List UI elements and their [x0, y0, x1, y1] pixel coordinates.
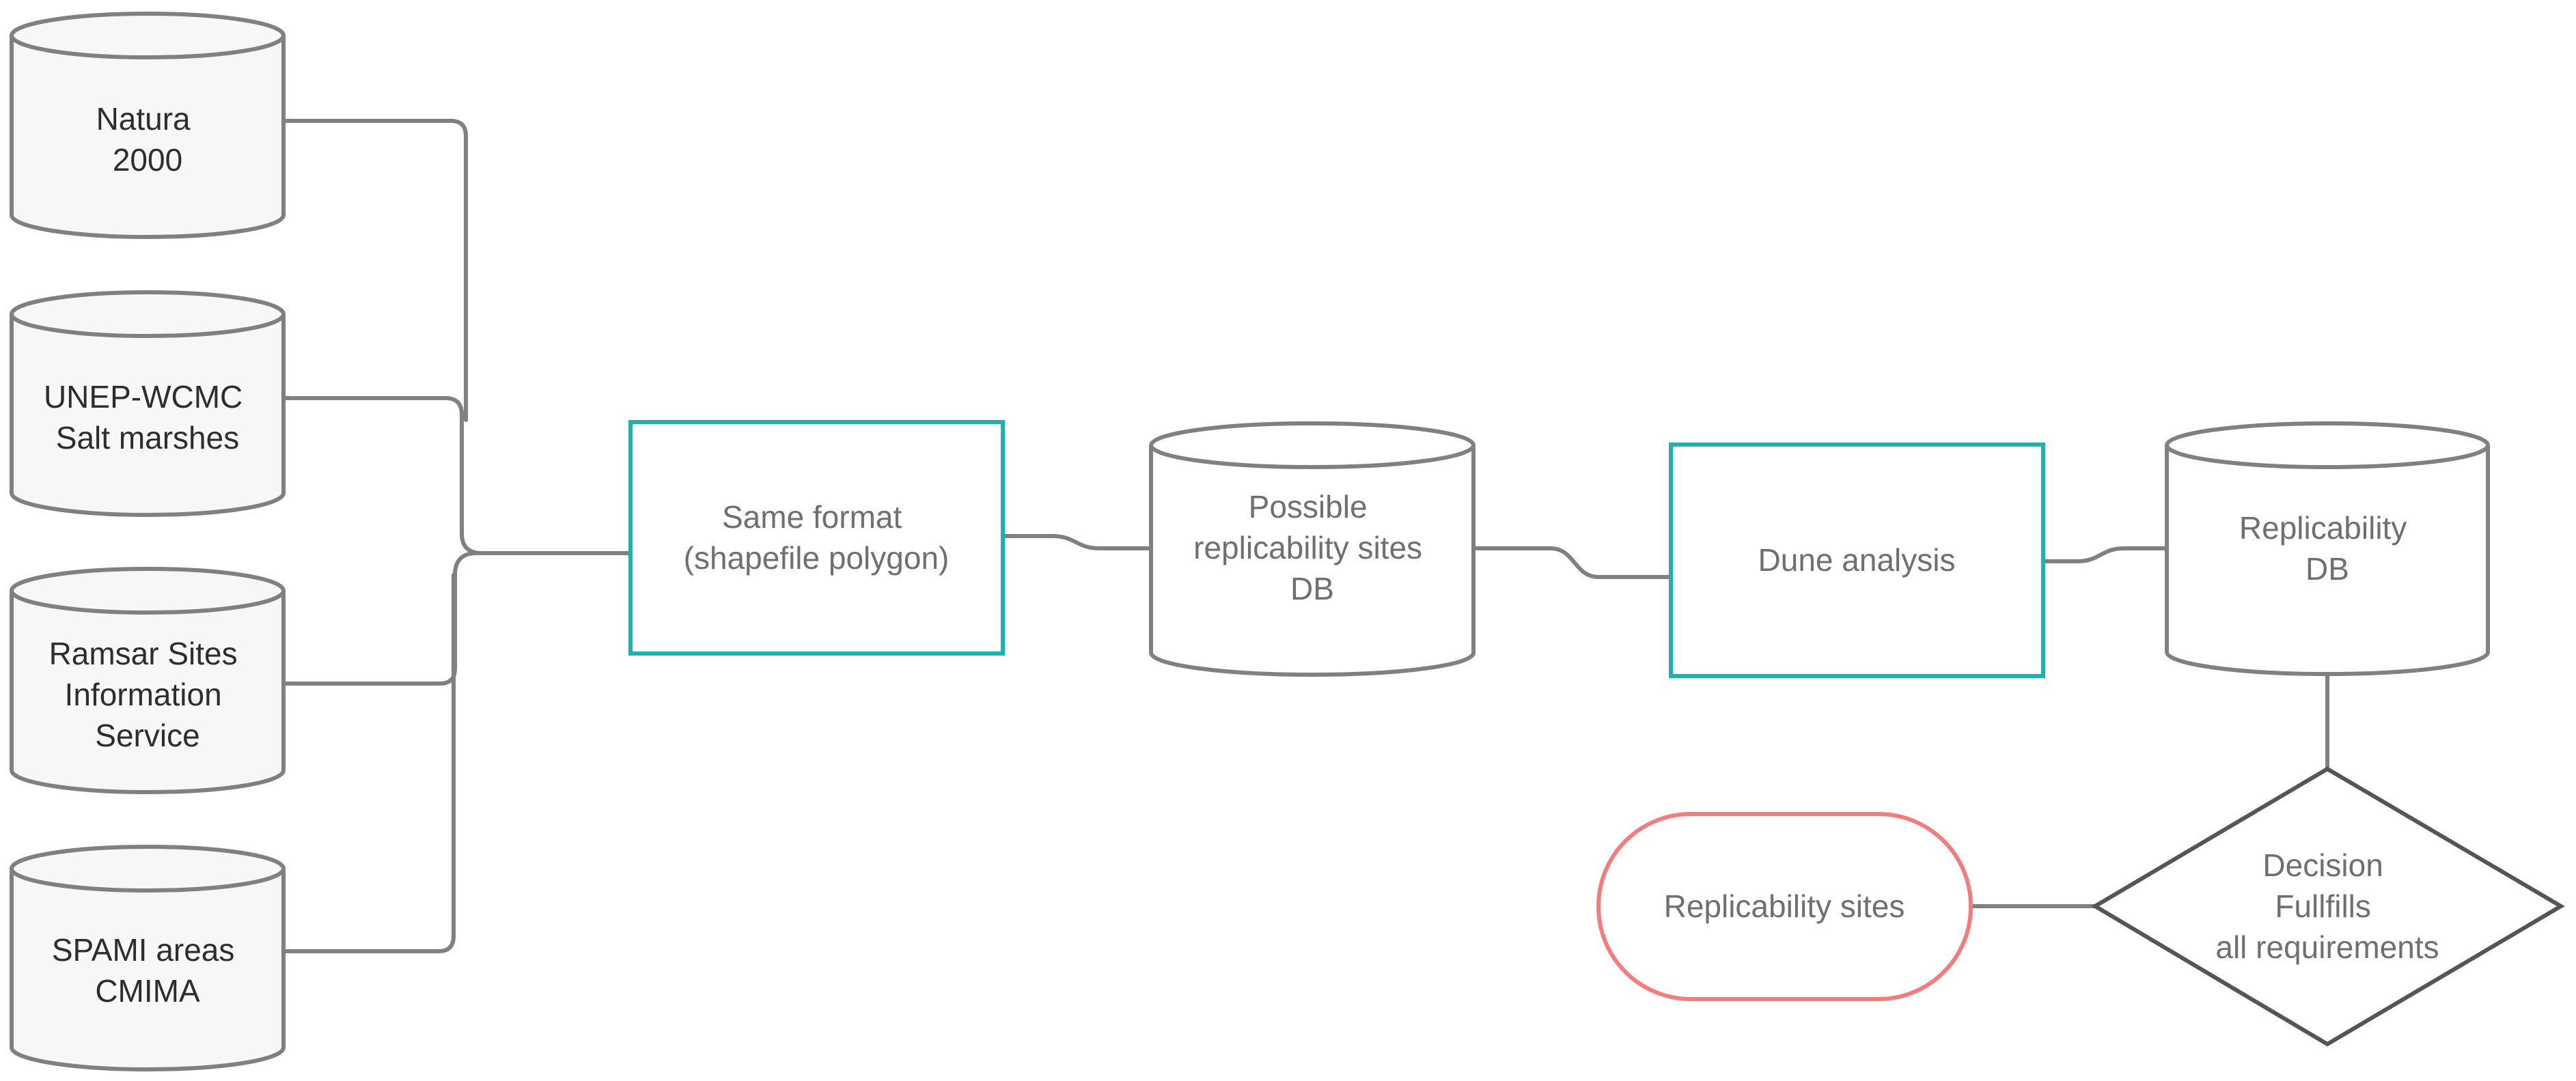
database-label-line: DB: [1290, 571, 1334, 606]
process-label-line: Dune analysis: [1758, 542, 1956, 578]
process-box: [1669, 443, 2045, 678]
source-label: Ramsar Sites Information Service: [49, 636, 247, 753]
source-label-line: UNEP-WCMC: [44, 379, 243, 415]
database-label-line: Possible: [1249, 489, 1368, 524]
connector-same-format-to-possible-db: [1001, 534, 1153, 550]
process-box-dune-analysis: Dune analysis: [1669, 443, 2045, 678]
source-label: Natura 2000: [96, 101, 199, 178]
source-label: SPAMI areas CMIMA: [52, 932, 243, 1009]
process-label: Dune analysis: [1758, 542, 1956, 578]
source-cylinder-ramsar-sites: Ramsar Sites Information Service: [10, 567, 286, 794]
connector-ramsar-to-merge: [281, 551, 479, 686]
source-label-line: CMIMA: [95, 973, 200, 1009]
process-label-line: (shapefile polygon): [684, 540, 950, 576]
cylinder-top: [10, 567, 286, 615]
connector-possible-db-to-dune: [1472, 546, 1672, 579]
decision-label: Decision Fullfills all requirements: [2215, 847, 2439, 965]
decision-label-line: all requirements: [2215, 929, 2439, 965]
decision-label-line: Fullfills: [2275, 888, 2371, 924]
cylinder-body: [2165, 445, 2490, 676]
database-cylinder-replicability: Replicability DB: [2165, 421, 2490, 676]
cylinder-body: [10, 591, 286, 794]
connector-natura-to-merge: [281, 119, 468, 422]
cylinder-top: [10, 845, 286, 893]
cylinder-top: [1149, 421, 1476, 469]
source-label: UNEP-WCMC Salt marshes: [44, 379, 251, 455]
database-label: Possible replicability sites DB: [1193, 489, 1431, 606]
cylinder-body: [10, 36, 286, 239]
database-label-line: replicability sites: [1193, 530, 1422, 565]
source-cylinder-unep-wcmc: UNEP-WCMC Salt marshes: [10, 290, 286, 517]
cylinder-top: [10, 12, 286, 59]
connector-unep-to-merge: [281, 396, 484, 555]
connectors: [281, 119, 2329, 953]
connector-dune-to-replicability-db: [2042, 546, 2169, 563]
cylinder-body: [1149, 445, 1476, 677]
decision-diamond: Decision Fullfills all requirements: [2091, 766, 2565, 1047]
source-label-line: 2000: [113, 142, 182, 178]
process-box-same-format: Same format (shapefile polygon): [628, 420, 1005, 656]
terminal-label-line: Replicability sites: [1664, 888, 1905, 924]
process-label: Same format (shapefile polygon): [684, 499, 950, 576]
process-box: [628, 420, 1005, 656]
source-label-line: Service: [95, 718, 199, 753]
cylinder-top: [2165, 421, 2490, 469]
database-label: Replicability DB: [2239, 510, 2415, 587]
source-cylinder-natura-2000: Natura 2000: [10, 12, 286, 239]
terminal-label: Replicability sites: [1664, 888, 1905, 924]
cylinder-top: [10, 290, 286, 338]
database-cylinder-possible-replicability-sites: Possible replicability sites DB: [1149, 421, 1476, 677]
terminal-replicability-sites: Replicability sites: [1596, 812, 1973, 1001]
decision-label-line: Decision: [2262, 847, 2383, 883]
source-label-line: Natura: [96, 101, 191, 137]
source-label-line: Information: [65, 677, 222, 712]
source-label-line: SPAMI areas: [52, 932, 235, 968]
cylinder-body: [10, 314, 286, 517]
terminal-shape: [1596, 812, 1973, 1001]
source-cylinder-spami-areas: SPAMI areas CMIMA: [10, 845, 286, 1071]
source-label-line: Ramsar Sites: [49, 636, 238, 671]
database-label-line: DB: [2305, 551, 2349, 587]
decision-shape: [2091, 766, 2565, 1047]
connector-spami-to-merge: [281, 573, 456, 953]
process-label-line: Same format: [722, 499, 902, 535]
source-label-line: Salt marshes: [56, 420, 239, 455]
database-label-line: Replicability: [2239, 510, 2407, 546]
cylinder-body: [10, 869, 286, 1071]
